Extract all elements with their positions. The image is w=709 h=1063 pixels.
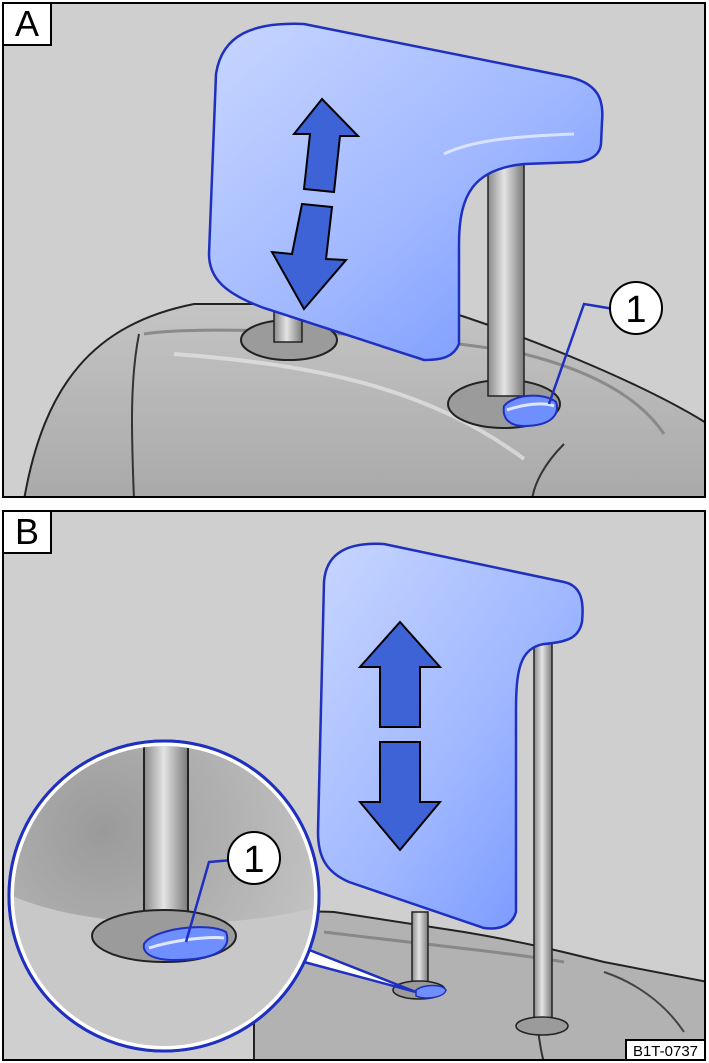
callout-number: 1: [625, 289, 646, 331]
adjust-arrow-up: [357, 620, 443, 728]
panel-a-illustration: 1: [23, 22, 704, 496]
callout-leader: [184, 858, 233, 943]
callout-circle: [227, 831, 281, 885]
figure-reference-code: B1T-0737: [624, 1039, 704, 1059]
callout-leader: [547, 302, 615, 405]
release-button-small: [415, 984, 447, 999]
panel-label-b: B: [4, 512, 52, 554]
right-rod-collar: [515, 1016, 569, 1036]
panel-label-a: A: [4, 4, 52, 46]
seat-right-edge: [531, 443, 565, 496]
callout-circle: [609, 281, 663, 335]
headrest: [207, 22, 604, 362]
right-rod: [487, 153, 525, 397]
magnifier-leader: [288, 940, 417, 994]
seat-top-surface: [143, 328, 666, 435]
panel-b-illustration: 1: [7, 542, 704, 1059]
release-button: [502, 394, 558, 428]
seat-highlight: [173, 352, 526, 461]
detail-release-button: [142, 926, 229, 962]
panel-b: 1 B B1T-0737: [2, 510, 706, 1061]
callout-number: 1: [243, 839, 264, 881]
detail-magnifier: [7, 739, 321, 1053]
seat-side-edge: [130, 333, 140, 496]
detail-rod: [143, 744, 189, 931]
adjust-arrow-down: [357, 741, 443, 852]
left-rod: [411, 911, 429, 991]
adjust-arrow-down: [270, 202, 349, 311]
adjust-arrow-up: [291, 97, 361, 194]
right-rod: [533, 641, 553, 1028]
panel-a: 1 A: [2, 2, 706, 498]
